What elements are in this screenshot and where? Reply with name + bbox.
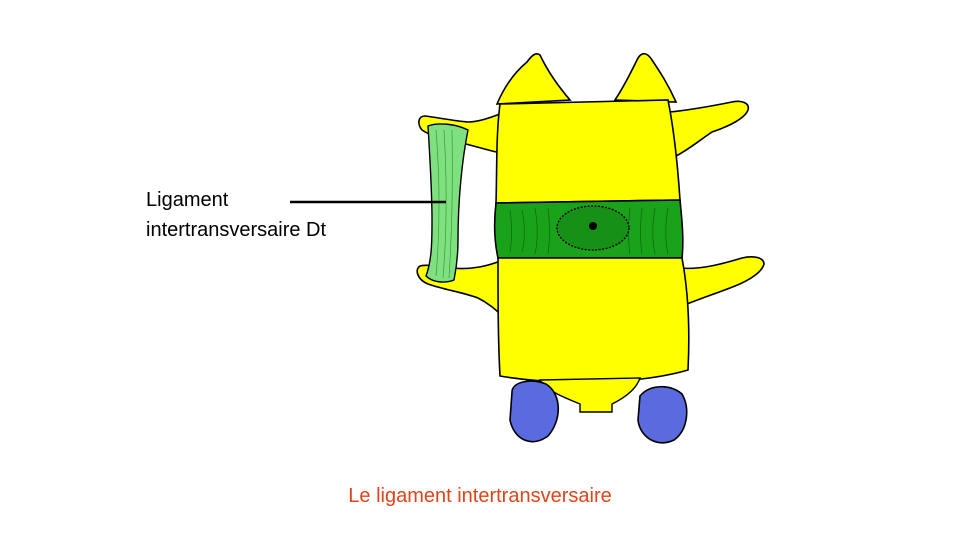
disc-lamellae xyxy=(509,207,669,255)
lower-vertebral-body xyxy=(497,257,690,384)
upper-vertebral-body xyxy=(495,99,681,204)
upper-left-articular-process xyxy=(495,53,572,105)
intertransverse-ligament xyxy=(425,123,469,283)
ligament-fibers xyxy=(435,129,453,279)
left-pedicle xyxy=(509,380,559,443)
ligament-label-line1: Ligament xyxy=(146,189,229,211)
upper-right-transverse-process xyxy=(669,100,750,158)
nucleus-center xyxy=(589,222,597,230)
upper-right-articular-process xyxy=(613,52,678,103)
lower-right-transverse-process xyxy=(679,256,765,308)
ligament-label-line2: intertransversaire Dt xyxy=(146,219,327,241)
right-pedicle xyxy=(637,385,688,444)
slide-caption: Le ligament intertransversaire xyxy=(348,485,612,507)
